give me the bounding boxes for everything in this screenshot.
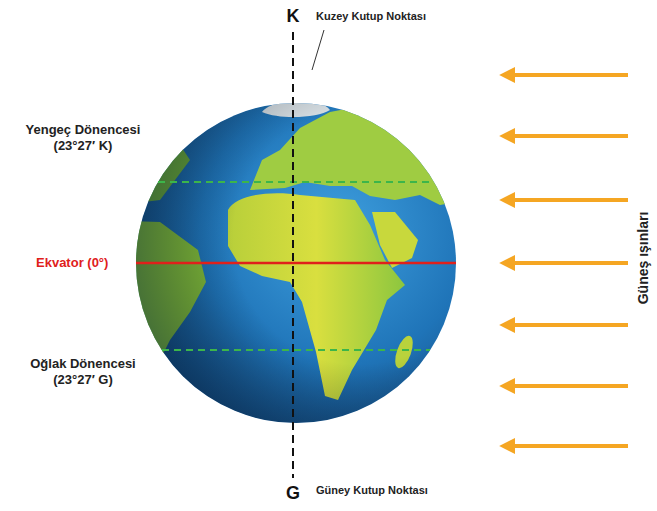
sun-ray-arrow <box>512 323 628 327</box>
sun-ray-arrow <box>512 261 628 265</box>
sun-ray-arrow <box>512 134 628 138</box>
earth-axis <box>292 32 294 478</box>
equator-line <box>136 262 456 265</box>
globe-shading <box>136 103 456 423</box>
pole-label: Güney Kutup Noktası <box>316 484 428 498</box>
sun-ray-arrow <box>512 444 628 448</box>
globe <box>136 103 456 423</box>
tropic-line <box>162 349 430 351</box>
leader-line <box>312 30 324 70</box>
pole-label: Kuzey Kutup Noktası <box>316 10 426 24</box>
pole-letter: K <box>287 5 300 28</box>
equator-label: Ekvator (0°) <box>36 255 108 271</box>
sun-ray-arrow <box>512 73 628 77</box>
sun-rays-label: Güneş ışınları <box>635 212 653 305</box>
tropic-line <box>158 181 434 183</box>
sun-rays <box>512 75 628 446</box>
tropic-label: Oğlak Dönencesi (23°27′ G) <box>20 356 146 389</box>
sun-ray-arrow <box>512 198 628 202</box>
pole-letter: G <box>286 482 300 505</box>
continents <box>100 100 470 423</box>
sun-ray-arrow <box>512 384 628 388</box>
tropic-label: Yengeç Dönencesi (23°27′ K) <box>20 122 146 155</box>
